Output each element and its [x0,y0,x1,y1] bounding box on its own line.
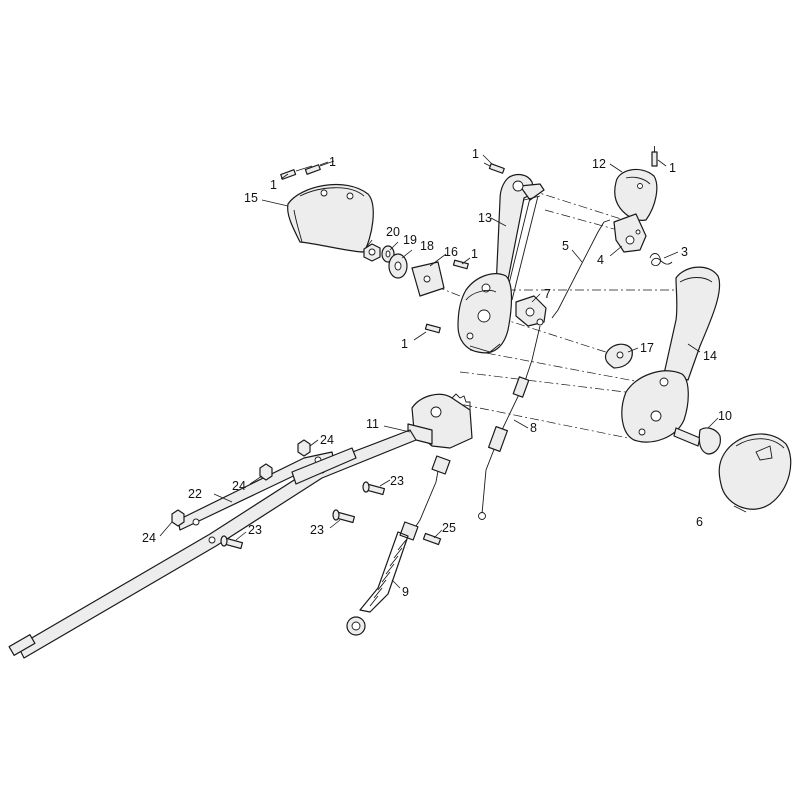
part-22-link [177,447,357,531]
callout-19: 19 [403,233,417,247]
callout-24b: 24 [232,479,246,493]
callout-1b: 1 [329,155,336,169]
screw-1f [651,146,658,167]
callout-17: 17 [640,341,654,355]
part-13-bracket [457,273,513,354]
callout-24c: 24 [142,531,156,545]
part-24-nut-a [297,439,311,457]
callout-24a: 24 [320,433,334,447]
callout-12: 12 [592,157,606,171]
part-25-screw [422,532,442,546]
callout-6: 6 [696,515,703,529]
part-15-cover [287,183,374,253]
screw-1e [424,323,441,334]
callout-9: 9 [402,585,409,599]
callout-4: 4 [597,253,604,267]
screw-1b [304,160,335,175]
callout-23b: 23 [310,523,324,537]
callout-1f: 1 [669,161,676,175]
callout-10: 10 [718,409,732,423]
part-6-cover [718,433,792,510]
callout-8: 8 [530,421,537,435]
callout-14: 14 [703,349,717,363]
part-3-spring [649,253,673,267]
callout-1d: 1 [471,247,478,261]
part-17-clip [604,343,633,369]
callout-15: 15 [244,191,258,205]
callout-22: 22 [188,487,202,501]
callout-25: 25 [442,521,456,535]
part-7-block [515,295,547,327]
part-24-nut-c [171,509,185,527]
callout-23a: 23 [390,474,404,488]
screw-1d [452,259,469,270]
part-23-pin-a [362,481,386,496]
callout-11: 11 [366,417,379,431]
callout-3: 3 [681,245,688,259]
part-4-pivot [613,213,647,253]
screw-1c [483,162,505,174]
callout-23c: 23 [248,523,262,537]
leader-lines [159,154,747,589]
part-23-pin-b [332,509,356,524]
part-9-adjuster [346,455,451,636]
part-23-pin-c [220,535,244,550]
part-20-nut [363,243,381,262]
part-18-washer [388,253,408,279]
callout-13: 13 [478,211,492,225]
part-11-bracket [407,393,473,449]
part-24-nut-b [259,463,273,481]
callout-1a: 1 [270,178,277,192]
part-14-handle [621,266,721,443]
callout-1e: 1 [401,337,408,351]
callout-16: 16 [444,245,458,259]
part-10-bolt [673,427,721,455]
callout-7: 7 [544,287,551,301]
part-22-rod [8,429,417,659]
part-5-rod [551,219,611,319]
part-12-knob [614,168,658,221]
part-8-cable [478,318,544,520]
callouts: 1 1 1 1 1 1 3 4 5 6 7 8 9 10 11 12 13 14… [142,147,732,599]
callout-18: 18 [420,239,434,253]
callout-20: 20 [386,225,400,239]
callout-1c: 1 [472,147,479,161]
callout-5: 5 [562,239,569,253]
part-13-lever [495,173,545,301]
part-16-plate [411,261,445,297]
